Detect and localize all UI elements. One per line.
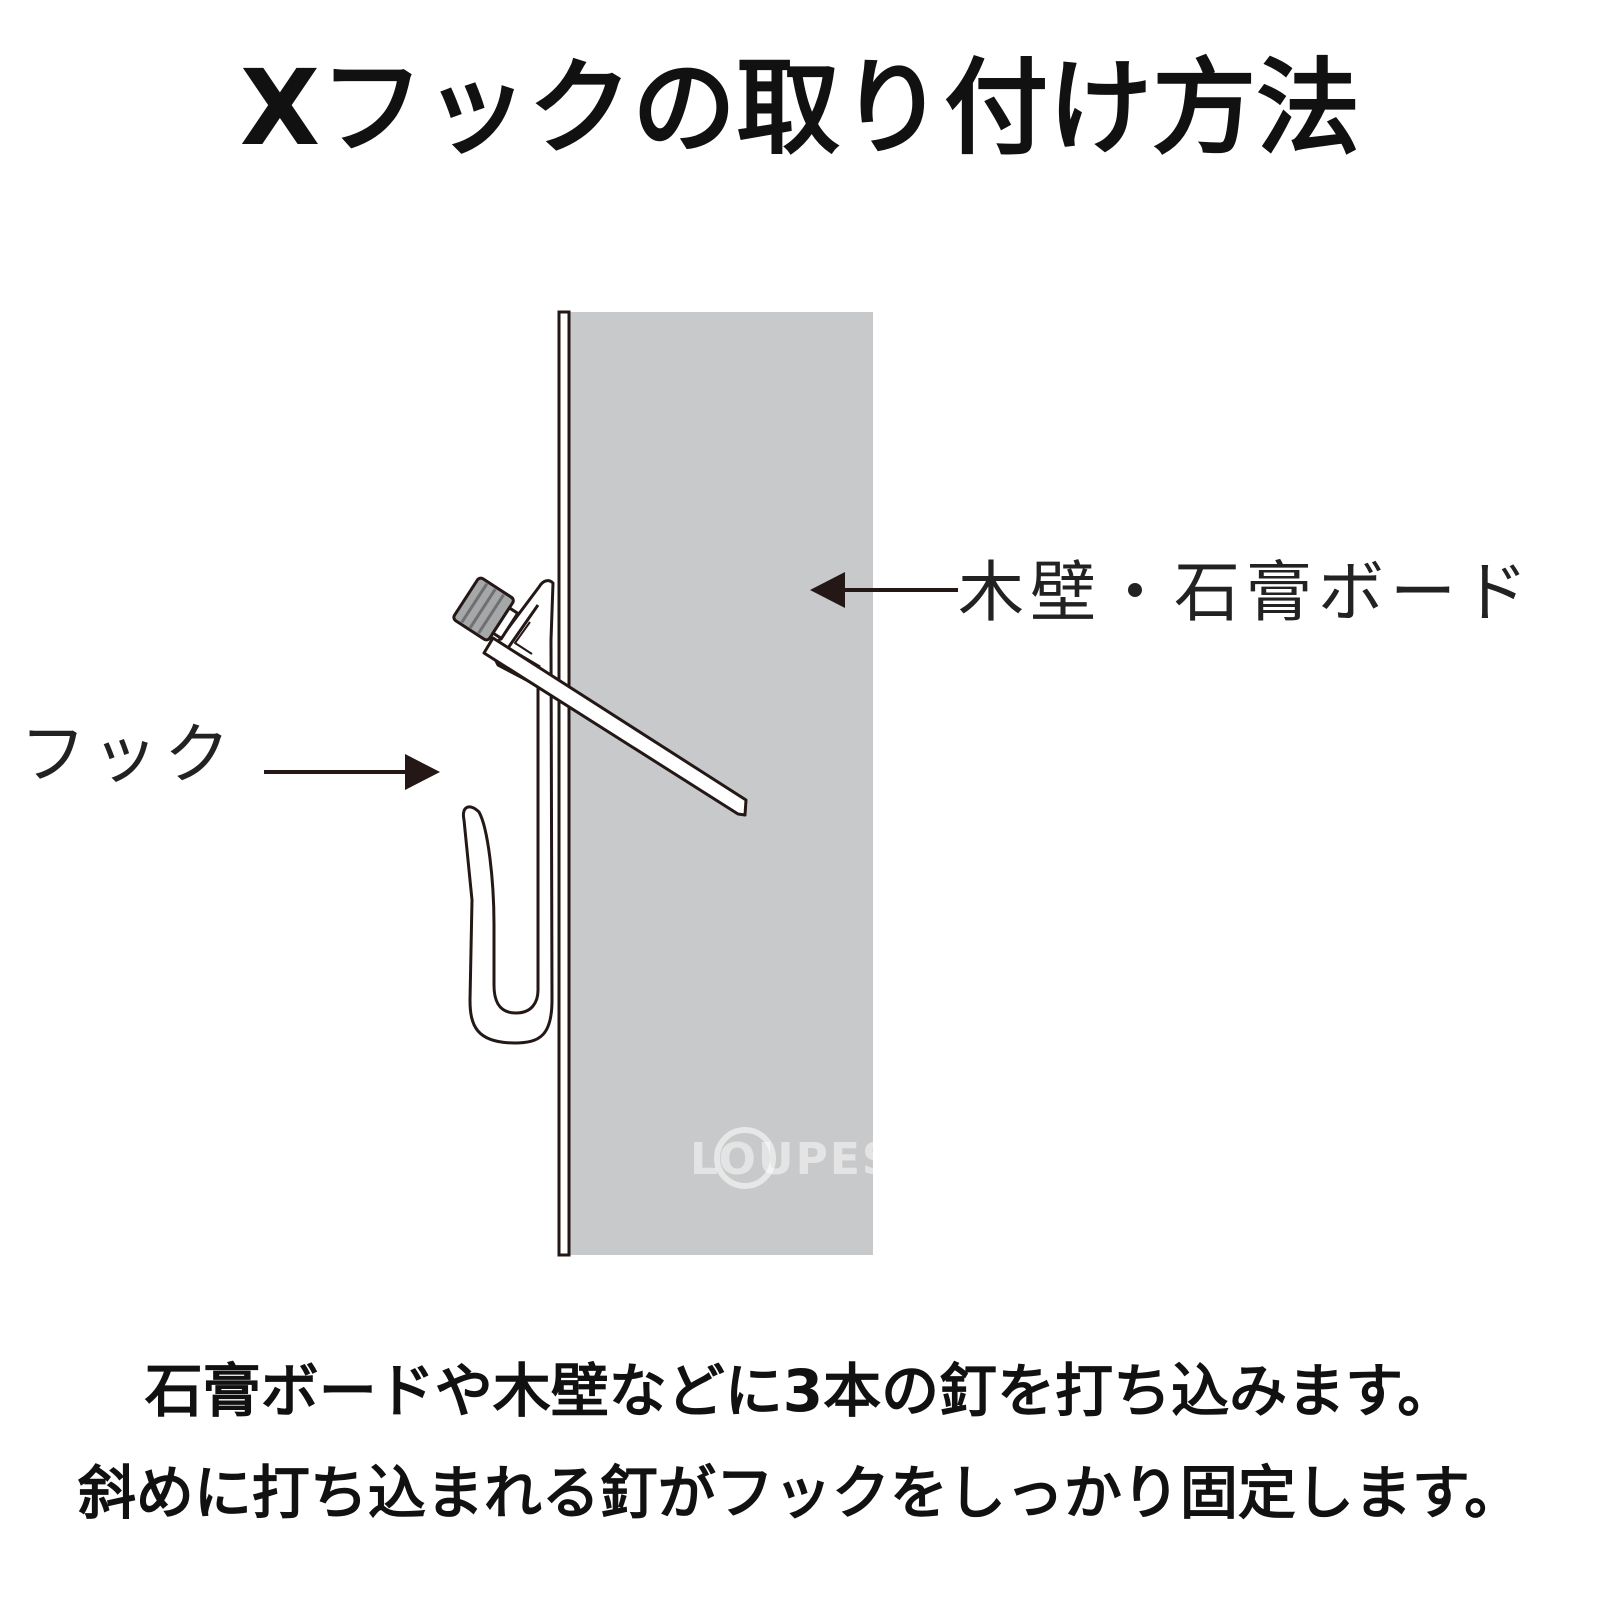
wall-surface-strip xyxy=(557,310,571,1257)
caption-line-1: 石膏ボードや木壁などに3本の釘を打ち込みます。 xyxy=(144,1357,1456,1425)
watermark: LOUPESTUDIO xyxy=(690,1134,1062,1185)
caption-line-2: 斜めに打ち込まれる釘がフックをしっかり固定します。 xyxy=(77,1459,1523,1527)
hook-bracket-inner xyxy=(514,621,533,655)
nail-shaft xyxy=(482,636,748,817)
page-title: Xフックの取り付け方法 xyxy=(239,47,1361,169)
wall-label: 木壁・石膏ボード xyxy=(958,554,1534,631)
hook-arrow xyxy=(264,754,440,790)
nail-head xyxy=(452,576,520,642)
wall-arrow xyxy=(810,572,958,608)
hook-body xyxy=(461,579,555,1045)
hook-label: フック xyxy=(20,716,236,793)
watermark-ring xyxy=(714,1127,776,1189)
